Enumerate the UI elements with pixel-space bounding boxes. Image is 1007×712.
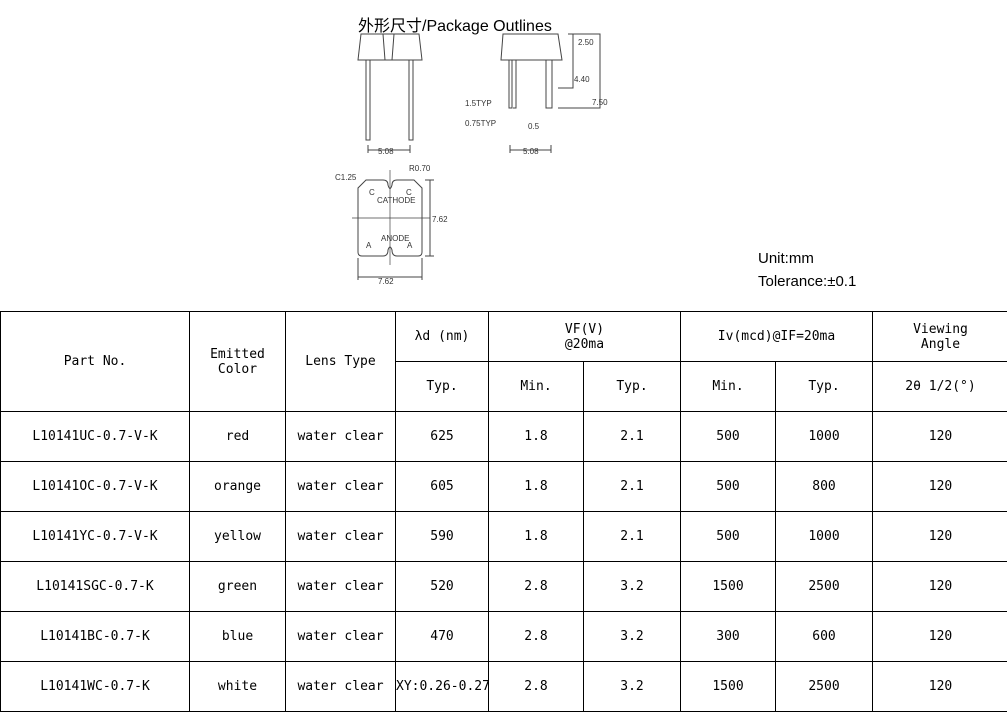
- table-cell: white: [190, 662, 286, 712]
- table-cell: 1000: [776, 412, 873, 462]
- table-cell: 470: [396, 612, 489, 662]
- table-cell: 2.8: [489, 562, 584, 612]
- table-cell: 3.2: [584, 612, 681, 662]
- table-cell: L10141SGC-0.7-K: [1, 562, 190, 612]
- front-view: 5.08: [358, 34, 422, 156]
- table-cell: L10141OC-0.7-V-K: [1, 462, 190, 512]
- table-cell: 1500: [681, 562, 776, 612]
- table-cell: 2.1: [584, 512, 681, 562]
- package-outline-drawing: 5.08 2.50 4.40 7.50 1.5TYP 0.75TYP 0.5 5…: [330, 30, 630, 290]
- side-view: 2.50 4.40 7.50 1.5TYP 0.75TYP 0.5 5.08: [465, 34, 608, 156]
- subheader-cell: Min.: [489, 362, 584, 412]
- table-cell: 605: [396, 462, 489, 512]
- table-cell: 120: [873, 462, 1007, 512]
- table-cell: 590: [396, 512, 489, 562]
- svg-text:C: C: [406, 188, 412, 197]
- svg-text:4.40: 4.40: [574, 75, 590, 84]
- svg-text:2.50: 2.50: [578, 38, 594, 47]
- table-cell: L10141BC-0.7-K: [1, 612, 190, 662]
- svg-text:0.5: 0.5: [528, 122, 540, 131]
- table-cell: L10141YC-0.7-V-K: [1, 512, 190, 562]
- table-cell: 625: [396, 412, 489, 462]
- table-cell: 500: [681, 462, 776, 512]
- dim-label: 5.08: [378, 147, 394, 156]
- table-cell: 2500: [776, 562, 873, 612]
- table-cell: water clear: [286, 512, 396, 562]
- subheader-cell: Typ.: [584, 362, 681, 412]
- table-cell: 800: [776, 462, 873, 512]
- table-cell: 1.8: [489, 462, 584, 512]
- table-cell: 500: [681, 412, 776, 462]
- table-cell: red: [190, 412, 286, 462]
- tolerance-label: Tolerance:±0.1: [758, 273, 856, 290]
- table-cell: orange: [190, 462, 286, 512]
- header-part: Part No.: [1, 312, 190, 412]
- table-cell: L10141WC-0.7-K: [1, 662, 190, 712]
- unit-label: Unit:mm: [758, 250, 814, 267]
- table-cell: L10141UC-0.7-V-K: [1, 412, 190, 462]
- table-cell: blue: [190, 612, 286, 662]
- table-cell: 3.2: [584, 562, 681, 612]
- subheader-cell: Min.: [681, 362, 776, 412]
- table-cell: 1.8: [489, 412, 584, 462]
- table-cell: water clear: [286, 562, 396, 612]
- table-cell: 500: [681, 512, 776, 562]
- table-cell: green: [190, 562, 286, 612]
- svg-text:R0.70: R0.70: [409, 164, 431, 173]
- bottom-view: R0.70 C1.25 7.62 7.62 CATHODE ANODE C C …: [335, 164, 448, 286]
- header-row: Part No. Emitted Color Lens Type λd (nm)…: [1, 312, 1007, 362]
- svg-text:A: A: [366, 241, 372, 250]
- table-cell: 120: [873, 412, 1007, 462]
- table-cell: 120: [873, 562, 1007, 612]
- table-cell: 1.8: [489, 512, 584, 562]
- table-cell: 120: [873, 612, 1007, 662]
- svg-text:CATHODE: CATHODE: [377, 196, 416, 205]
- subheader-cell: Typ.: [396, 362, 489, 412]
- table-cell: water clear: [286, 662, 396, 712]
- svg-text:7.62: 7.62: [378, 277, 394, 286]
- table-cell: 600: [776, 612, 873, 662]
- table-cell: water clear: [286, 462, 396, 512]
- svg-text:5.08: 5.08: [523, 147, 539, 156]
- table-cell: 2.8: [489, 662, 584, 712]
- header-iv: Iv(mcd)@IF=20ma: [681, 312, 873, 362]
- header-lens: Lens Type: [286, 312, 396, 412]
- table-cell: 1500: [681, 662, 776, 712]
- svg-text:7.62: 7.62: [432, 215, 448, 224]
- table-cell: 2.1: [584, 462, 681, 512]
- table-cell: 2.1: [584, 412, 681, 462]
- spec-table: Part No. Emitted Color Lens Type λd (nm)…: [0, 311, 1007, 712]
- subheader-cell: Typ.: [776, 362, 873, 412]
- table-cell: yellow: [190, 512, 286, 562]
- header-angle: Viewing Angle: [873, 312, 1007, 362]
- svg-text:7.50: 7.50: [592, 98, 608, 107]
- table-cell: water clear: [286, 612, 396, 662]
- table-cell: 120: [873, 512, 1007, 562]
- svg-text:A: A: [407, 241, 413, 250]
- table-cell: 2500: [776, 662, 873, 712]
- svg-text:1.5TYP: 1.5TYP: [465, 99, 492, 108]
- table-cell: 300: [681, 612, 776, 662]
- svg-text:C1.25: C1.25: [335, 173, 357, 182]
- table-cell: 120: [873, 662, 1007, 712]
- table-cell: 520: [396, 562, 489, 612]
- table-cell: 2.8: [489, 612, 584, 662]
- table-cell: 1000: [776, 512, 873, 562]
- header-vf: VF(V) @20ma: [489, 312, 681, 362]
- table-cell: 3.2: [584, 662, 681, 712]
- subheader-cell: 2θ 1/2(°): [873, 362, 1007, 412]
- header-lambda: λd (nm): [396, 312, 489, 362]
- header-color: Emitted Color: [190, 312, 286, 412]
- svg-text:C: C: [369, 188, 375, 197]
- table-cell: water clear: [286, 412, 396, 462]
- table-cell: XY:0.26-0.27: [396, 662, 489, 712]
- svg-text:ANODE: ANODE: [381, 234, 409, 243]
- svg-text:0.75TYP: 0.75TYP: [465, 119, 496, 128]
